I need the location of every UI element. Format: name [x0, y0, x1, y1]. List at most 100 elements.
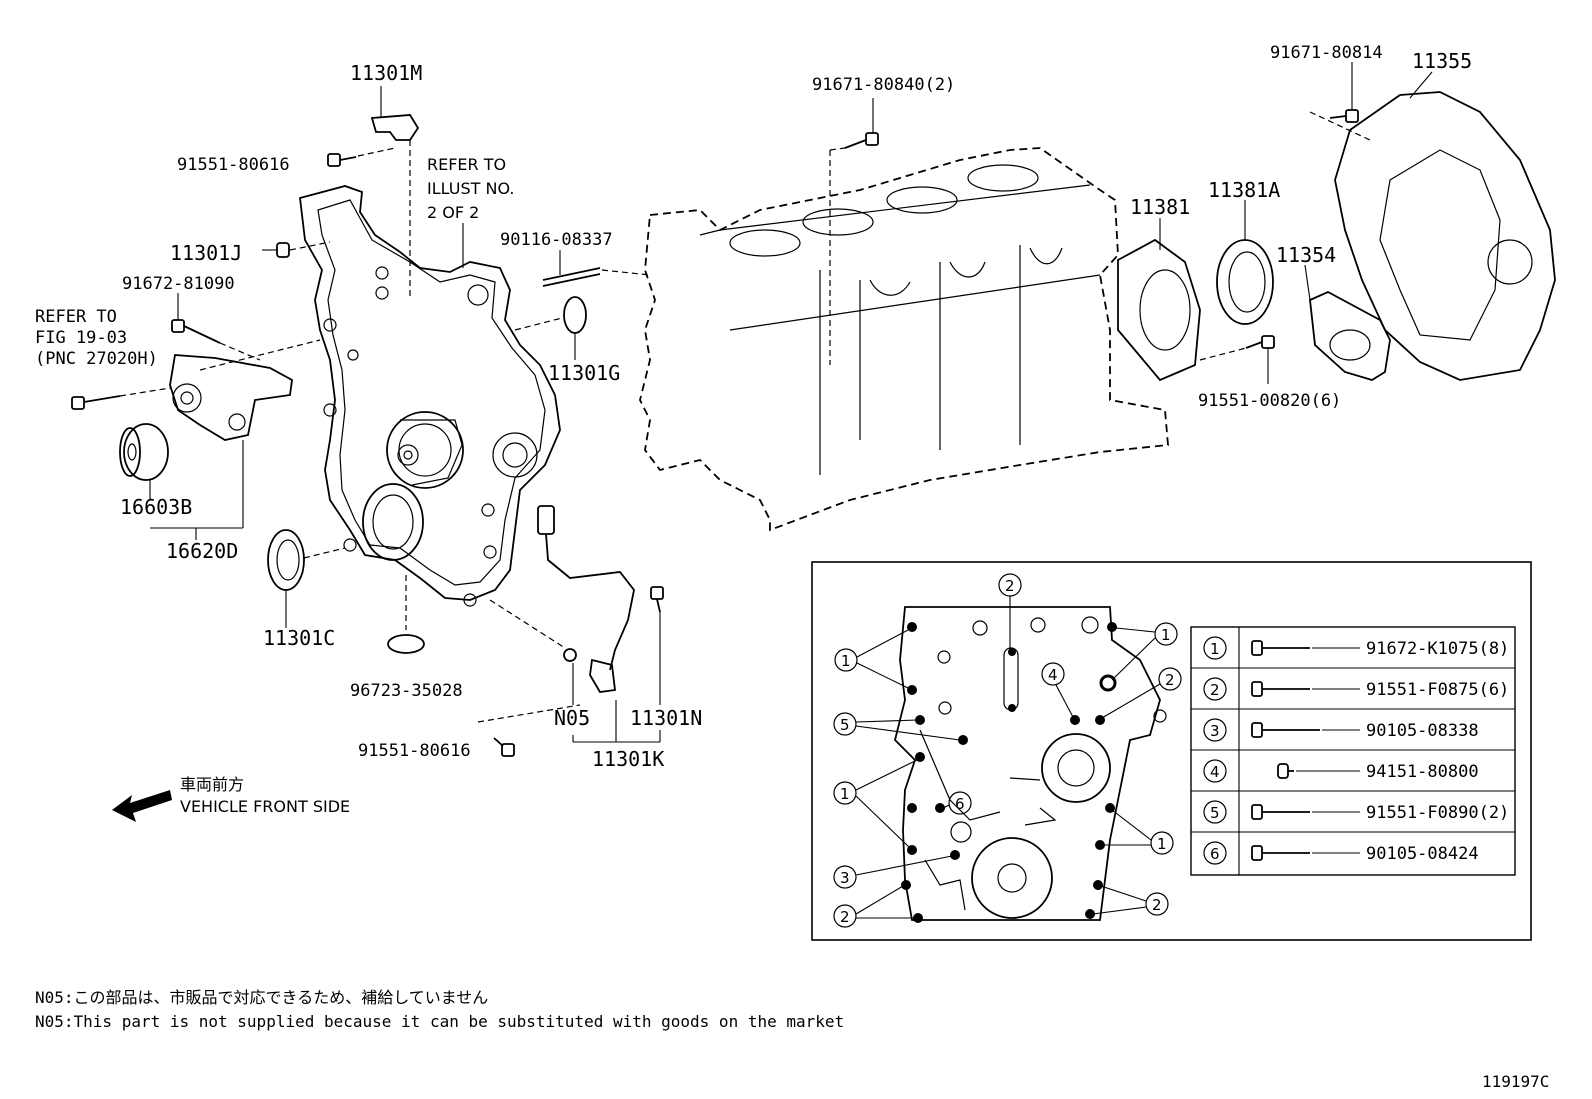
vehicle-front-jp: 車両前方 — [180, 775, 244, 794]
part-number: 91551-F0875(6) — [1366, 680, 1509, 700]
illustration-id: 119197C — [1482, 1072, 1549, 1091]
label-91671-80814: 91671-80814 — [1270, 43, 1383, 63]
bolt-table: 1 91672-K1075(8) 2 91551-F0875(6) 3 — [1190, 626, 1516, 876]
bolt-91551-80616-bottom — [477, 704, 581, 757]
part-number: 91551-F0890(2) — [1366, 803, 1509, 823]
refer-fig-line2: FIG 19-03 — [35, 328, 127, 348]
bolt-icon — [1251, 845, 1310, 861]
svg-text:3: 3 — [840, 869, 850, 887]
label-91551-00820: 91551-00820(6) — [1198, 391, 1341, 411]
label-11301c: 11301C — [263, 626, 335, 650]
bolt-11301n — [650, 586, 664, 705]
bolt-91671-80814 — [1329, 62, 1359, 123]
table-row: 3 90105-08338 — [1203, 718, 1479, 742]
bolt-91551-80616-top — [327, 147, 396, 167]
callout-5: 5 — [833, 712, 961, 741]
callout-2-br: 2 — [1092, 885, 1169, 916]
table-row: 1 91672-K1075(8) — [1203, 636, 1509, 660]
end-plate-11355 — [1309, 71, 1556, 381]
refer-fig-line1: REFER TO — [35, 307, 117, 327]
table-row: 2 91551-F0875(6) — [1203, 677, 1509, 701]
label-11301g: 11301G — [548, 361, 620, 385]
label-96723-35028: 96723-35028 — [350, 681, 463, 701]
bolt-11301j — [262, 241, 331, 258]
svg-text:1: 1 — [840, 785, 850, 803]
refer-fig-line3: (PNC 27020H) — [35, 349, 158, 369]
note-n05-jp: N05:この部品は、市販品で対応できるため、補給していません — [35, 988, 488, 1007]
inset-bolt-dots — [901, 622, 1117, 923]
svg-text:1: 1 — [1157, 835, 1167, 853]
table-row: 4 94151-80800 — [1203, 759, 1479, 783]
dash-link-refer-fig — [199, 339, 321, 371]
callout-6: 6 — [942, 791, 972, 815]
callout-1-left: 1 — [833, 759, 918, 849]
svg-text:4: 4 — [1048, 666, 1058, 684]
bolt-locator-panel — [811, 561, 1532, 941]
svg-text:5: 5 — [840, 716, 850, 734]
bolt-icon — [1251, 804, 1310, 820]
crank-seal-housing — [362, 483, 424, 561]
table-row: 6 90105-08424 — [1203, 841, 1479, 865]
svg-text:3: 3 — [1210, 722, 1220, 740]
label-91551-80616-bottom: 91551-80616 — [358, 741, 471, 761]
part-number: 94151-80800 — [1366, 762, 1479, 782]
callout-1-tr: 1 — [1111, 622, 1178, 681]
leader-bracket-11301k — [572, 663, 661, 743]
label-16603b: 16603B — [120, 495, 192, 519]
label-n05: N05 — [554, 706, 590, 730]
bolt-icon — [1251, 722, 1320, 738]
svg-text:2: 2 — [1165, 671, 1175, 689]
crank-position-sensor — [489, 505, 635, 693]
bolt-icon — [1277, 763, 1294, 779]
svg-text:1: 1 — [1210, 640, 1220, 658]
rear-oil-seal — [1216, 200, 1274, 325]
svg-text:4: 4 — [1210, 763, 1220, 781]
refer-illust-line1: REFER TO — [427, 155, 506, 174]
cover-11354 — [1304, 264, 1391, 381]
part-number: 90105-08424 — [1366, 844, 1479, 864]
stud-90116-08337 — [542, 250, 651, 287]
cylinder-block — [639, 147, 1169, 532]
callout-2-top: 2 — [998, 573, 1022, 650]
oil-seal-11301c — [267, 529, 346, 628]
o-ring-96723-35028 — [387, 575, 425, 654]
vehicle-front-indicator: 車両前方 VEHICLE FRONT SIDE — [112, 775, 350, 822]
label-11301j: 11301J — [170, 241, 242, 265]
refer-illust-line3: 2 OF 2 — [427, 203, 479, 222]
label-16620d: 16620D — [166, 539, 238, 563]
part-number: 90105-08338 — [1366, 721, 1479, 741]
label-11381a: 11381A — [1208, 178, 1280, 202]
cam-position-sensor — [370, 86, 420, 300]
idler-pulley — [119, 423, 169, 481]
label-11381: 11381 — [1130, 195, 1190, 219]
svg-text:2: 2 — [1152, 896, 1162, 914]
label-91672-81090: 91672-81090 — [122, 274, 235, 294]
note-n05-en: N05:This part is not supplied because it… — [35, 1012, 844, 1031]
bolt-91672-81090 — [171, 293, 261, 361]
part-number: 91672-K1075(8) — [1366, 639, 1509, 659]
svg-text:1: 1 — [841, 652, 851, 670]
label-11355: 11355 — [1412, 49, 1472, 73]
label-90116-08337: 90116-08337 — [500, 230, 613, 250]
bolt-icon — [1251, 640, 1310, 656]
callout-4: 4 — [1041, 662, 1074, 718]
water-pump — [386, 411, 538, 489]
svg-text:5: 5 — [1210, 804, 1220, 822]
bolt-icon — [1251, 681, 1310, 697]
inset-callouts: 2 1 1 4 2 5 — [833, 573, 1182, 928]
label-91671-80840: 91671-80840(2) — [812, 75, 955, 95]
svg-text:1: 1 — [1161, 626, 1171, 644]
vehicle-front-en: VEHICLE FRONT SIDE — [180, 797, 350, 816]
callout-2-right: 2 — [1101, 667, 1182, 719]
svg-text:6: 6 — [1210, 845, 1220, 863]
inset-cover — [894, 606, 1167, 921]
svg-text:6: 6 — [955, 795, 965, 813]
bolt-91671-80840 — [829, 98, 879, 151]
leader-bracket-16620d — [149, 440, 244, 540]
callout-1-tl: 1 — [834, 629, 909, 689]
label-11301k: 11301K — [592, 747, 664, 771]
svg-text:2: 2 — [840, 908, 850, 926]
callout-2-bl: 2 — [833, 885, 915, 928]
